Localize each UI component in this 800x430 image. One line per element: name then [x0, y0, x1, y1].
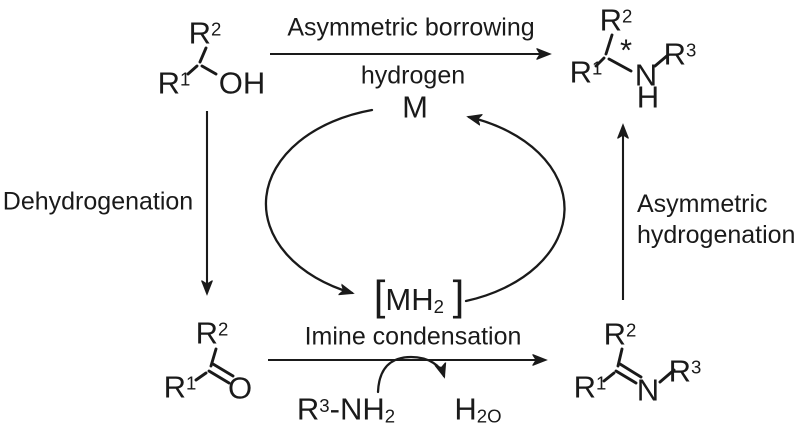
dehydrogenation-label: Dehydrogenation — [2, 187, 194, 216]
imine-r2-label: R2 — [603, 316, 637, 352]
ketone-o-label: O — [227, 370, 253, 406]
hydrogen-label: hydrogen — [360, 61, 466, 90]
alcohol-r1-label: R1 — [157, 65, 191, 101]
alcohol-r2-label: R2 — [188, 15, 222, 51]
imine-condensation-label: Imine condensation — [304, 322, 522, 351]
amine-structure-bonds — [594, 33, 670, 73]
imine-r3-label: R3 — [668, 353, 702, 389]
bond-imine-c-r2 — [616, 347, 624, 368]
asymmetric-hydrogenation-label-line2: hydrogenation — [637, 221, 796, 249]
asymmetric-hydrogenation-label-line1: Asymmetric — [637, 190, 768, 218]
amine-addition-arc — [376, 355, 444, 394]
bond-imine-c-n-2 — [614, 369, 638, 385]
alcohol-structure-bonds — [186, 46, 218, 76]
ketone-r2-label: R2 — [195, 315, 229, 351]
bond-amine-n-r3 — [653, 53, 670, 68]
amine-stereocenter-label: * — [619, 32, 633, 68]
imine-n-label: N — [636, 372, 660, 408]
imine-r1-label: R1 — [573, 369, 607, 405]
bond-alcohol-c-r2 — [198, 46, 208, 64]
ketone-r1-label: R1 — [163, 369, 197, 405]
asymmetric-borrowing-label: Asymmetric borrowing — [287, 13, 535, 42]
water-label: H2O — [454, 391, 502, 427]
cycle-arc-m-to-mh2 — [264, 108, 374, 293]
amine-h-label: H — [636, 79, 660, 115]
catalyst-mh2-label: [MH2 ] — [373, 272, 465, 320]
bond-imine-c-n-1 — [618, 362, 643, 379]
bond-amine-c-r2 — [604, 33, 614, 56]
alcohol-oh-label: OH — [218, 65, 266, 101]
bond-amine-c-r1 — [594, 56, 606, 68]
bond-alcohol-c-r1 — [186, 64, 199, 76]
amine-n-label: N — [634, 57, 658, 93]
bond-ketone-c-r1 — [194, 371, 208, 382]
catalyst-m-label: M — [402, 89, 428, 125]
bond-amine-c-n — [607, 57, 633, 73]
bond-imine-c-r1 — [602, 371, 616, 383]
bond-ketone-c-o-2 — [207, 369, 231, 385]
bond-alcohol-c-oh — [200, 64, 218, 76]
imine-structure-bonds — [602, 347, 676, 385]
asymmetric-hydrogenation-label: Asymmetric hydrogenation — [637, 189, 795, 251]
amine-r2-label: R2 — [599, 2, 633, 38]
ketone-structure-bonds — [194, 347, 235, 385]
amine-r1-label: R1 — [569, 54, 603, 90]
amine-r3-label: R3 — [663, 36, 697, 72]
bond-imine-n-r3 — [658, 368, 676, 384]
bond-ketone-c-o-1 — [211, 362, 235, 378]
amine-reagent-label: R3-NH2 — [296, 391, 396, 427]
cycle-arc-mh2-to-m — [464, 117, 566, 303]
